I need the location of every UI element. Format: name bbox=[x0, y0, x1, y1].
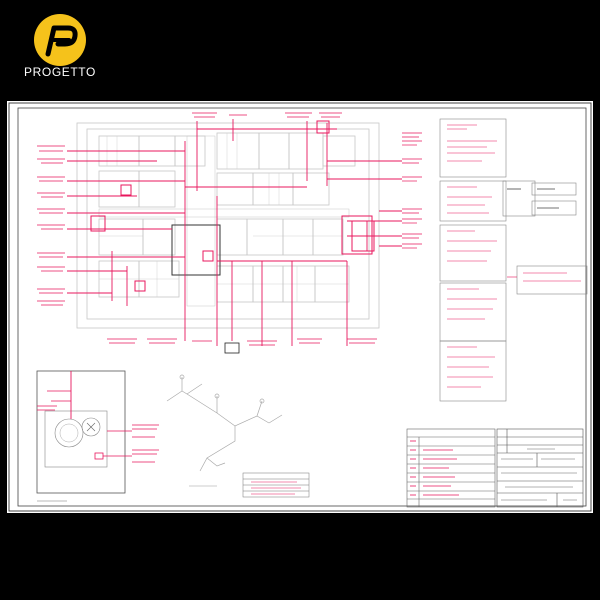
detail-callouts bbox=[132, 424, 159, 463]
equipment-boxes bbox=[90, 120, 375, 292]
bottom-callouts bbox=[107, 338, 377, 346]
floor-plan bbox=[76, 122, 380, 329]
notes-panels bbox=[439, 118, 588, 402]
top-callouts bbox=[192, 112, 342, 118]
left-callouts bbox=[37, 145, 65, 306]
cad-drawing bbox=[8, 102, 592, 512]
progetto-p-logo-icon bbox=[34, 14, 86, 66]
small-box bbox=[224, 342, 240, 354]
annotation-lines bbox=[67, 119, 402, 346]
right-callouts bbox=[402, 132, 422, 249]
inner-border bbox=[17, 107, 587, 507]
outer-border bbox=[8, 102, 592, 512]
enlarged-detail bbox=[36, 370, 132, 494]
isometric-riser bbox=[166, 374, 283, 472]
notes-text bbox=[447, 124, 581, 388]
drawing-sheet bbox=[7, 101, 593, 513]
core-area bbox=[171, 224, 221, 276]
pipe-table bbox=[242, 472, 310, 498]
brand-logo: PROGETTO bbox=[24, 14, 95, 79]
title-block bbox=[496, 428, 584, 508]
brand-name: PROGETTO bbox=[24, 65, 96, 79]
legend-table bbox=[406, 428, 496, 508]
